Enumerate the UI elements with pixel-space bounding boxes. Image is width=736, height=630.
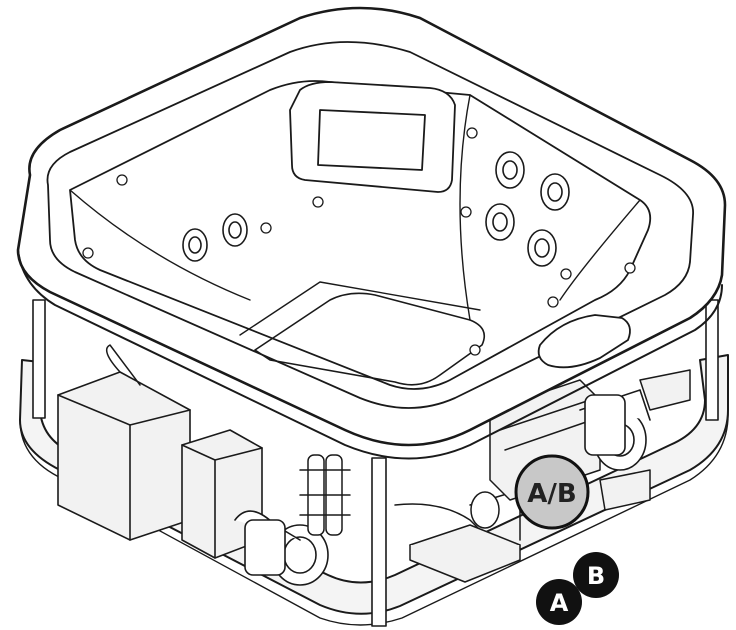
bench-lines [69,94,641,321]
base-lower-edge [19,409,729,626]
tub-floor [254,292,486,386]
shell-inner-rim [46,41,694,409]
floor-block [409,524,521,583]
callout-a: A [536,579,582,625]
support-posts [32,299,719,627]
control-box [57,371,191,541]
callout-b: B [573,552,619,598]
tub-floor-step [239,281,481,336]
filter-canisters [299,454,351,536]
callout-a-label: A [550,589,569,617]
piping [105,344,521,541]
right-bracket [599,369,691,511]
rim-handle [537,314,631,369]
pump-right [579,389,651,471]
headrest [289,81,456,193]
pump-left [234,510,329,586]
callout-b-label: B [587,562,605,590]
post-front [371,457,387,627]
shell-rim-edge [17,249,723,460]
jet-pair-left [182,213,248,262]
small-fittings [82,127,636,356]
jets [82,127,636,356]
post-left [32,299,46,419]
jet-cluster-right [485,151,570,267]
callout-ab: A/B [514,454,590,530]
callout-ab-label: A/B [527,479,576,509]
